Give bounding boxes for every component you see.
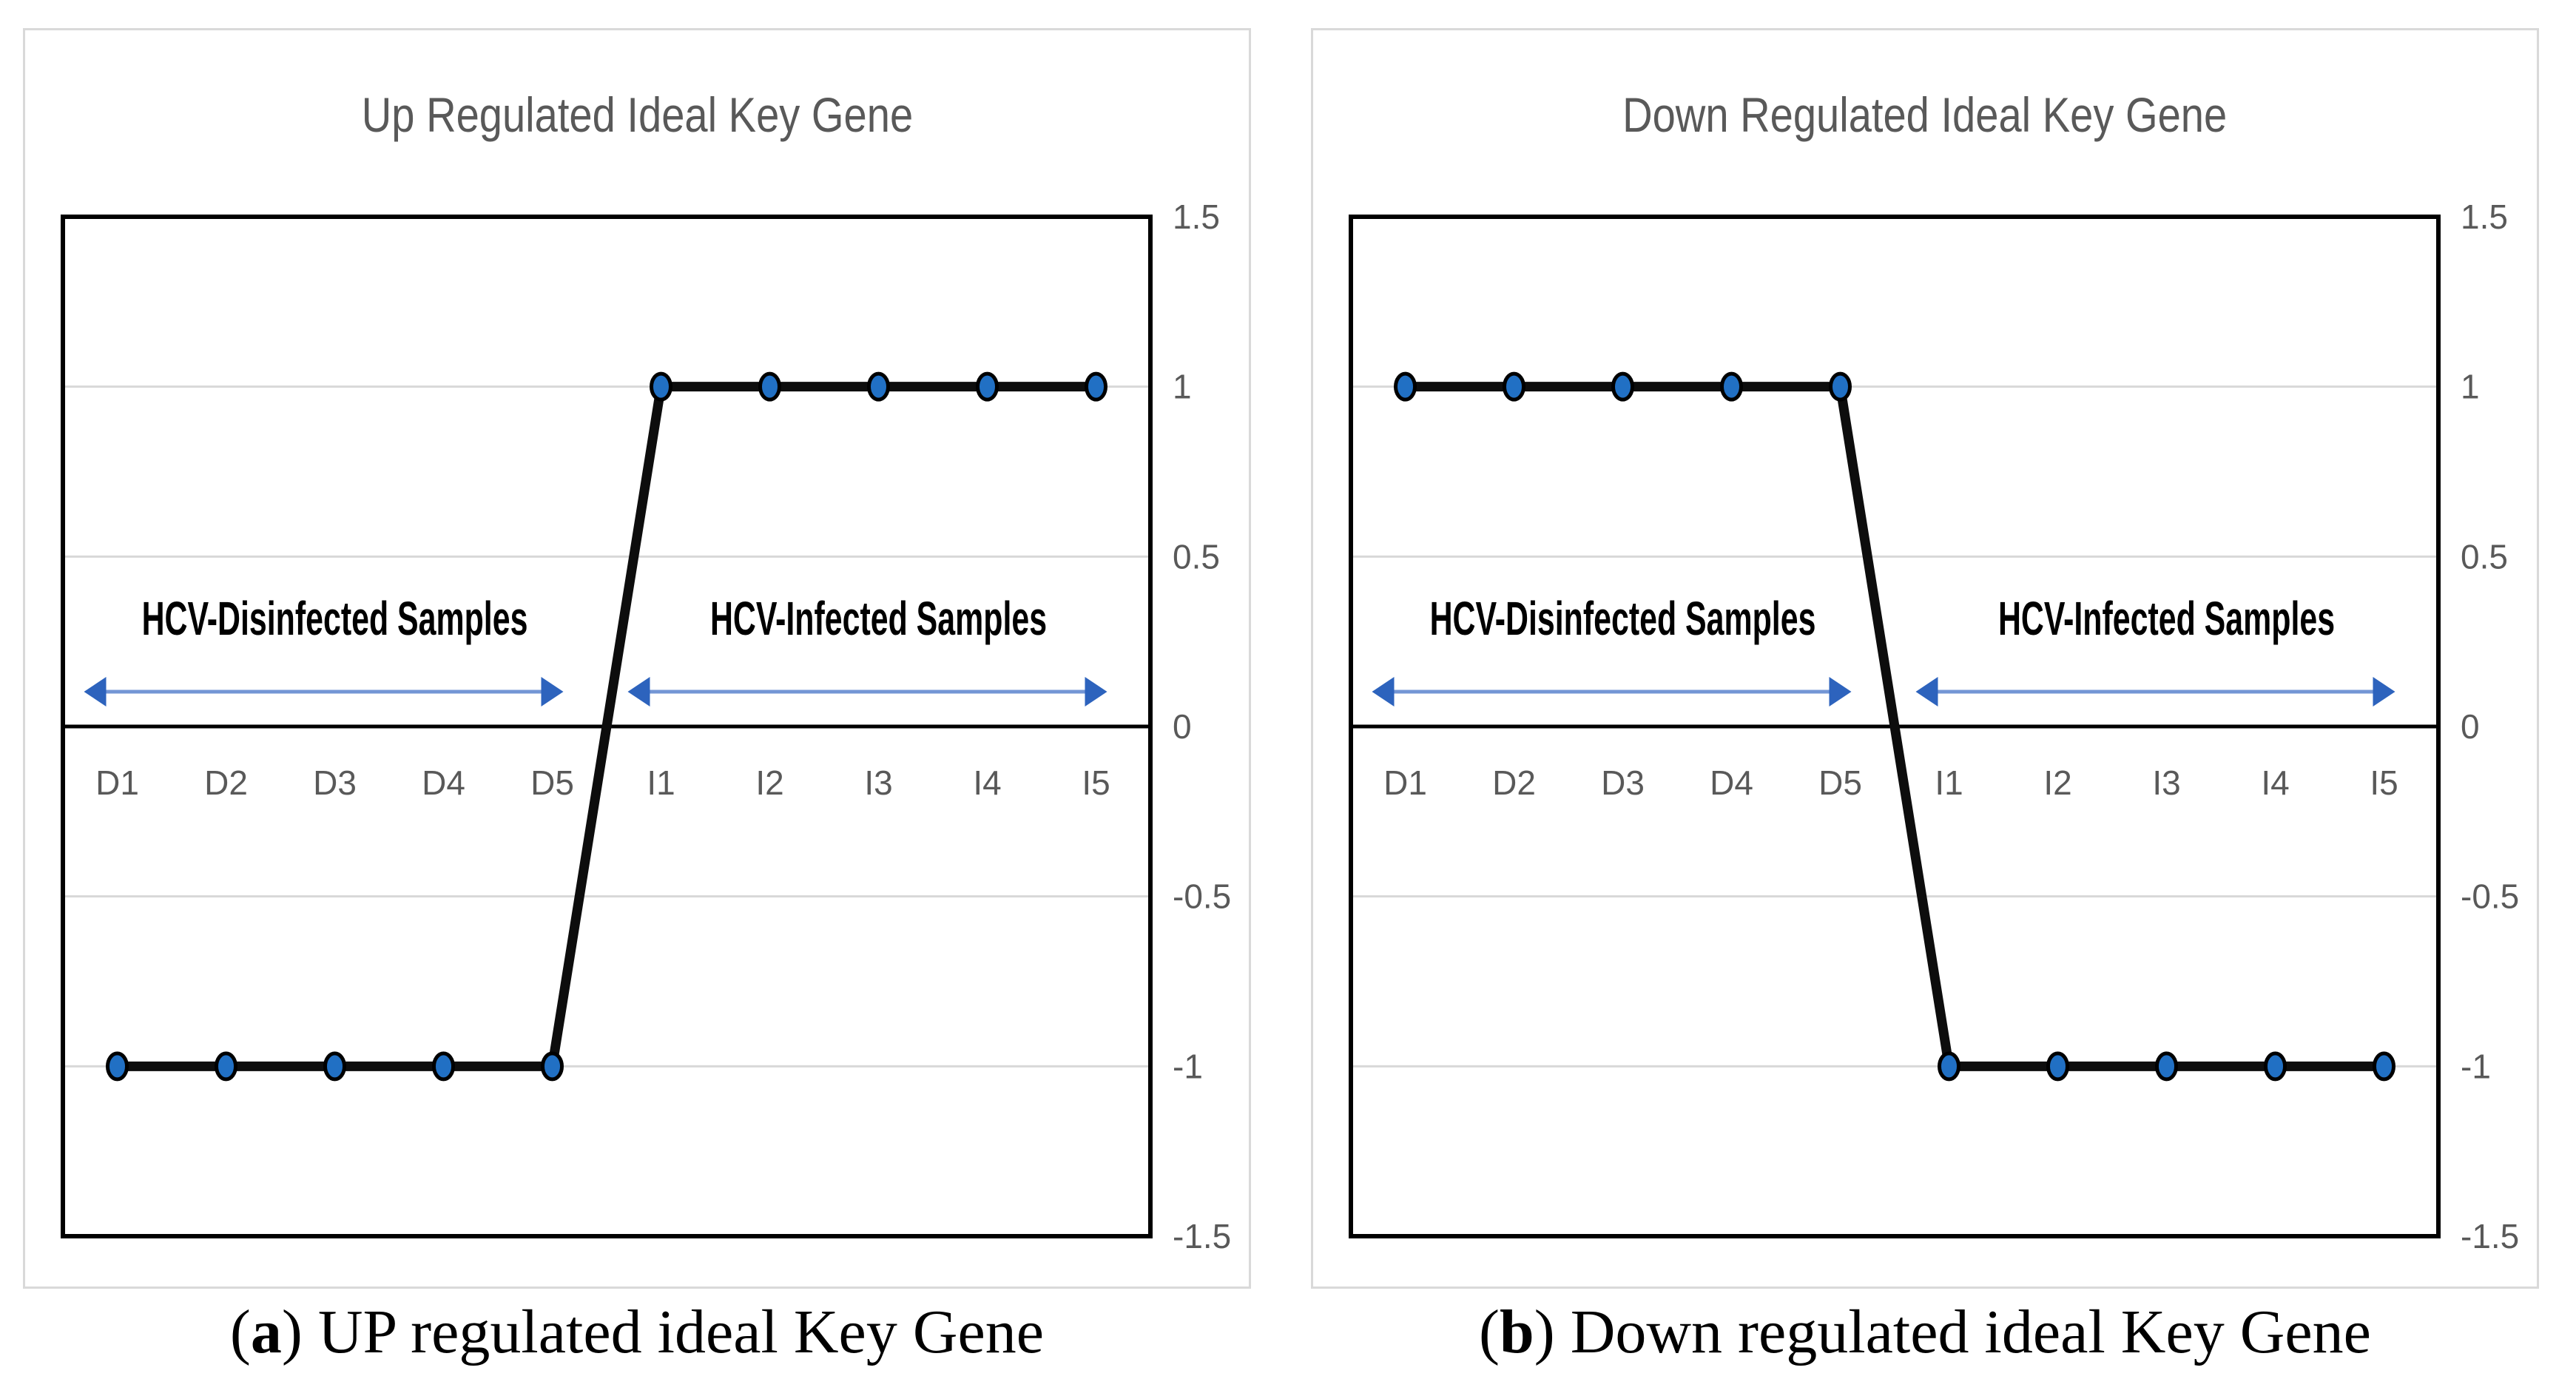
annotation-label: HCV-Infected Samples [710,592,1047,645]
data-point-marker [1938,1051,1960,1082]
x-tick-label: I1 [1935,763,1963,802]
y-tick-label: -1 [2461,1047,2491,1085]
arrow-head-left-icon [1915,677,1938,707]
caption-letter: b [1500,1298,1534,1366]
x-tick-label: D4 [1710,763,1753,802]
arrow-head-right-icon [1085,677,1107,707]
series-line [112,382,1101,1071]
figure-caption-a: (a) UP regulated ideal Key Gene [23,1296,1251,1368]
caption-text: Down regulated ideal Key Gene [1570,1298,2371,1366]
data-point-marker [432,1051,455,1082]
y-tick-label: 1.5 [1173,198,1220,236]
arrow-head-left-icon [84,677,107,707]
plot-area-up-regulated: HCV-Disinfected Samples HCV-Infected Samp… [61,198,1231,1255]
arrow-head-right-icon [541,677,564,707]
series-line [1400,382,2389,1071]
figure-caption-b: (b) Down regulated ideal Key Gene [1311,1296,2539,1368]
y-tick-label: -1.5 [2461,1217,2519,1255]
x-tick-label: I2 [2043,763,2071,802]
chart-title: Down Regulated Ideal Key Gene [1313,84,2537,146]
plot-border [61,215,1153,1238]
x-tick-label: I2 [755,763,783,802]
chart-panel-down-regulated: Down Regulated Ideal Key Gene HCV-Disinf… [1311,28,2539,1289]
plot-area-down-regulated: HCV-Disinfected Samples HCV-Infected Samp… [1349,198,2519,1255]
caption-letter: a [250,1298,282,1366]
chart-panel-up-regulated: Up Regulated Ideal Key Gene HCV-Disinfec… [23,28,1251,1289]
data-point-marker [1829,371,1852,402]
y-tick-label: -1 [1173,1047,1203,1085]
arrow-head-left-icon [627,677,650,707]
x-tick-label: D5 [530,763,574,802]
x-tick-label: D1 [1383,763,1427,802]
data-point-marker [758,371,781,402]
y-tick-label: 0 [1173,707,1192,746]
annotation-label: HCV-Disinfected Samples [1430,592,1816,645]
x-tick-label: I5 [2370,763,2398,802]
x-tick-label: I1 [647,763,675,802]
y-tick-label: -0.5 [1173,877,1231,916]
x-tick-label: I5 [1082,763,1110,802]
y-tick-label: 1 [2461,368,2480,406]
y-tick-label: 1 [1173,368,1192,406]
y-tick-label: 0.5 [2461,537,2508,576]
caption-close-paren: ) [281,1298,318,1366]
data-point-marker [976,371,999,402]
chart-title-text: Up Regulated Ideal Key Gene [361,87,913,142]
data-point-marker [2373,1051,2395,1082]
data-point-marker [541,1051,564,1082]
data-point-marker [1085,371,1107,402]
data-point-marker [1394,371,1417,402]
y-tick-label: 0.5 [1173,537,1220,576]
caption-close-paren: ) [1534,1298,1571,1366]
data-point-marker [867,371,890,402]
data-point-marker [1720,371,1743,402]
arrow-head-left-icon [1372,677,1395,707]
data-point-marker [323,1051,346,1082]
arrow-head-right-icon [2373,677,2395,707]
y-tick-label: -0.5 [2461,877,2519,916]
annotation-label: HCV-Infected Samples [1998,592,2335,645]
x-tick-label: D2 [1492,763,1536,802]
data-point-marker [1611,371,1634,402]
arrow-head-right-icon [1829,677,1852,707]
x-tick-label: D2 [204,763,248,802]
annotation-label: HCV-Disinfected Samples [142,592,528,645]
chart-title-text: Down Regulated Ideal Key Gene [1622,87,2228,142]
x-tick-label: D3 [1601,763,1645,802]
data-point-marker [2046,1051,2069,1082]
plot-border [1349,215,2441,1238]
x-tick-label: D1 [95,763,139,802]
data-point-marker [215,1051,237,1082]
x-tick-label: D5 [1818,763,1862,802]
x-tick-label: I3 [864,763,892,802]
y-tick-label: 0 [2461,707,2480,746]
chart-title: Up Regulated Ideal Key Gene [25,84,1249,146]
caption-text: UP regulated ideal Key Gene [317,1298,1045,1366]
data-point-marker [650,371,672,402]
data-point-marker [1503,371,1525,402]
x-tick-label: I4 [973,763,1001,802]
data-point-marker [106,1051,129,1082]
x-tick-label: I3 [2152,763,2180,802]
caption-open-paren: ( [1479,1298,1500,1366]
x-tick-label: D3 [313,763,357,802]
x-tick-label: I4 [2261,763,2289,802]
caption-open-paren: ( [229,1298,251,1366]
x-tick-label: D4 [422,763,465,802]
data-point-marker [2155,1051,2178,1082]
y-tick-label: 1.5 [2461,198,2508,236]
data-point-marker [2264,1051,2287,1082]
y-tick-label: -1.5 [1173,1217,1231,1255]
